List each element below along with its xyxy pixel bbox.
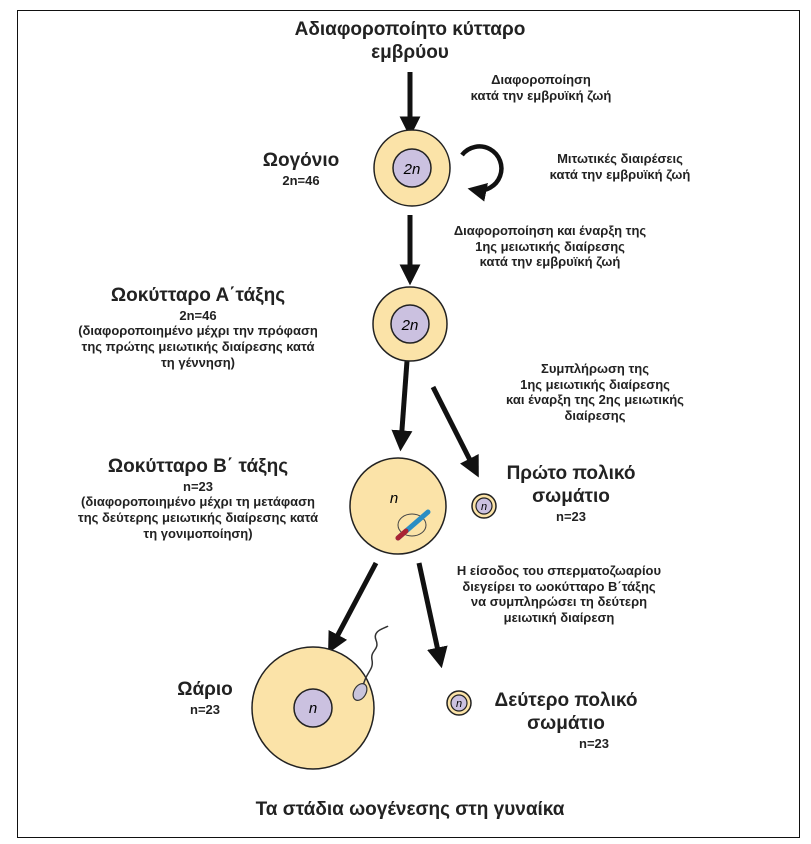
oogonium-label: Ωογόνιο 2n=46	[246, 150, 356, 188]
arrow-to-second-polar-body	[416, 562, 448, 669]
second-polar-body-label: Δεύτερο πολικό σωμάτιο n=23	[476, 690, 656, 751]
arrow-to-first-polar-body	[430, 385, 479, 478]
transition-meiosis1-start: Διαφοροποίηση και έναρξη της 1ης μειωτικ…	[453, 223, 647, 270]
transition-mitotic: Μιτωτικές διαιρέσεις κατά την εμβρυϊκή ζ…	[549, 151, 691, 182]
primary-oocyte-nucleus-label: 2n	[401, 317, 419, 334]
second-polar-body-name-2: σωμάτιο	[527, 712, 605, 734]
undiff-cell-label: Αδιαφοροποίητο κύτταρο εμβρύου	[250, 19, 570, 65]
second-polar-body-nucleus-label: n	[456, 698, 462, 710]
arrow-to-secondary-oocyte	[391, 360, 413, 452]
ovum-label: Ωάριο n=23	[160, 679, 250, 717]
transition-meiosis1-complete: Συμπλήρωση της 1ης μειωτικής διαίρεσης κ…	[506, 361, 684, 423]
second-polar-body-ploidy: n=23	[579, 735, 609, 751]
primary-oocyte-cell: 2n	[372, 286, 448, 362]
undiff-cell-line-1: Αδιαφοροποίητο κύτταρο	[294, 19, 526, 40]
ovum-nucleus-label: n	[309, 700, 317, 717]
first-polar-body-name-1: Πρώτο πολικό	[506, 463, 636, 484]
oogonium-nucleus-label: 2n	[403, 161, 421, 178]
secondary-oocyte-cell: n	[349, 457, 447, 555]
primary-oocyte-desc-1: (διαφοροποιημένο μέχρι την πρόφαση	[78, 323, 318, 339]
ovum-cell: n	[251, 625, 389, 770]
primary-oocyte-desc-3: τη γέννηση)	[160, 354, 235, 370]
primary-oocyte-label: Ωοκύτταρο Α΄τάξης 2n=46 (διαφοροποιημένο…	[28, 285, 368, 370]
secondary-oocyte-desc-3: τη γονιμοποίηση)	[143, 525, 253, 541]
ovum-ploidy: n=23	[190, 701, 220, 717]
transition-sperm-entry: Η είσοδος του σπερματοζωαρίου διεγείρει …	[456, 563, 662, 625]
secondary-oocyte-name: Ωοκύτταρο Β΄ τάξης	[107, 456, 289, 477]
first-polar-body-cell: n	[471, 493, 497, 519]
secondary-oocyte-nucleus-label: n	[390, 490, 398, 507]
arrow-to-ovum	[328, 561, 379, 654]
mitotic-cycle-arrow	[460, 144, 504, 202]
second-polar-body-cell: n	[446, 690, 472, 716]
diagram-caption: Τα στάδια ωογένεσης στη γυναίκα	[255, 799, 565, 820]
second-polar-body-name-1: Δεύτερο πολικό	[494, 690, 638, 711]
primary-oocyte-ploidy: 2n=46	[179, 307, 217, 323]
first-polar-body-ploidy: n=23	[556, 508, 586, 524]
metaphase-spindle	[395, 509, 431, 541]
secondary-oocyte-desc-2: της δεύτερης μειωτικής διαίρεσης κατά	[77, 509, 319, 525]
first-polar-body-label: Πρώτο πολικό σωμάτιο n=23	[496, 463, 646, 524]
ovum-name: Ωάριο	[177, 679, 233, 700]
oogonium-cell: 2n	[373, 129, 451, 207]
primary-oocyte-desc-2: της πρώτης μειωτικής διαίρεσης κατά	[81, 338, 315, 354]
first-polar-body-nucleus-label: n	[481, 501, 487, 513]
primary-oocyte-name: Ωοκύτταρο Α΄τάξης	[110, 285, 286, 306]
first-polar-body-name-2: σωμάτιο	[532, 485, 610, 507]
sperm-icon	[352, 625, 389, 701]
oogonium-ploidy: 2n=46	[282, 172, 320, 188]
transition-diff-embryo: Διαφοροποίηση κατά την εμβρυϊκή ζωή	[470, 72, 612, 103]
secondary-oocyte-label: Ωοκύτταρο Β΄ τάξης n=23 (διαφοροποιημένο…	[28, 456, 368, 541]
oogonium-name: Ωογόνιο	[262, 150, 340, 171]
undiff-cell-line-2: εμβρύου	[371, 41, 449, 63]
secondary-oocyte-desc-1: (διαφοροποιημένο μέχρι τη μετάφαση	[81, 494, 315, 510]
secondary-oocyte-ploidy: n=23	[183, 478, 213, 494]
